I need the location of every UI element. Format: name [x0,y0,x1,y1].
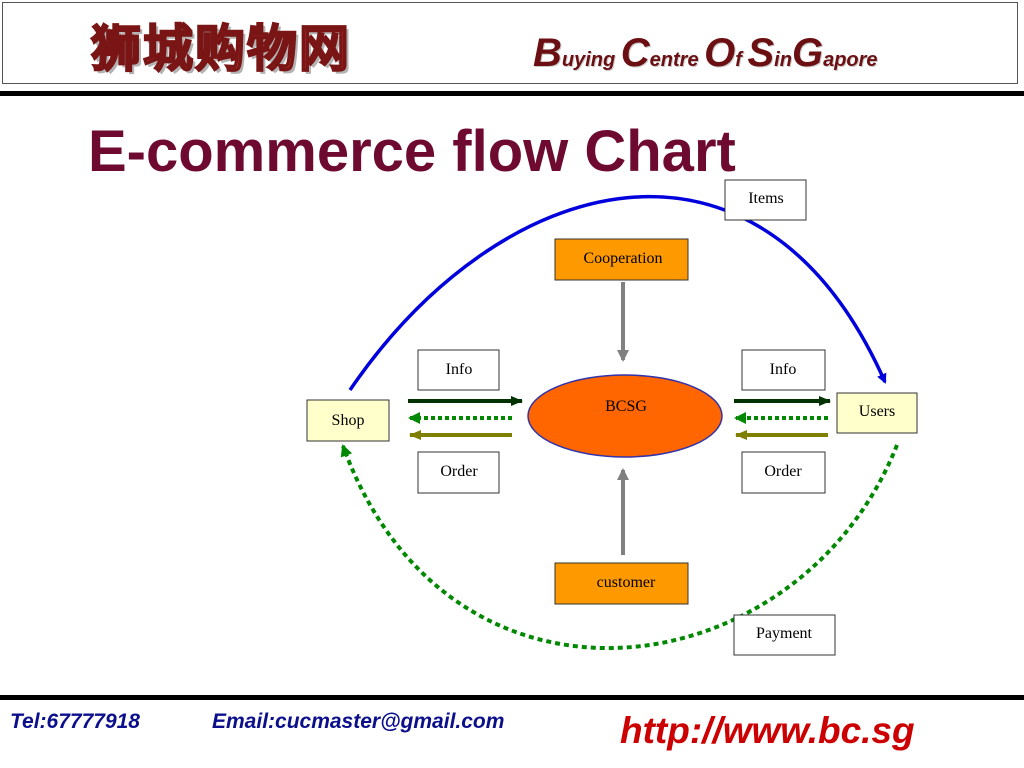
payment-label: Payment [756,625,813,642]
top-divider [0,91,1024,96]
page-title: E-commerce flow Chart [88,119,736,184]
english-logo-segment: entre [649,49,705,71]
footer-phone: Tel:67777918 [10,710,140,733]
english-logo-segment: C [620,31,650,75]
items-box [724,179,807,221]
bcsg-node [527,374,723,458]
info-left-label: Info [446,361,473,378]
english-logo-segment: in [774,49,792,71]
footer-email[interactable]: Email:cucmaster@gmail.com [212,710,505,733]
info-right-label: Info [770,361,797,378]
shop-label: Shop [332,412,365,429]
english-logo-segment: uying [561,49,621,71]
footer-website-link[interactable]: http://www.bc.sg [620,710,915,751]
order-right-label: Order [764,463,802,480]
info-left-box [417,349,500,391]
english-logo-segment: S [747,31,775,75]
bcsg-label: BCSG [605,398,647,415]
chinese-logo: 狮城购物网 [90,19,351,79]
order-right-box [741,451,826,494]
header-banner: 狮城购物网 Buying Centre Of SinGapore [2,2,1018,84]
customer-label: customer [597,574,656,591]
payment-box [733,614,836,656]
order-left-box [417,451,500,494]
users-node [836,392,918,434]
info-right-box [741,349,826,391]
english-logo-segment: f [735,49,748,71]
order-left-label: Order [440,463,478,480]
english-logo-segment: apore [823,49,878,71]
users-label: Users [859,403,895,420]
shop-node [306,399,390,442]
payment-flow-curve [340,444,899,651]
bottom-divider [0,695,1024,700]
cooperation-label: Cooperation [583,250,662,267]
english-logo-segment: B [533,31,562,75]
customer-node [554,562,689,605]
items-label: Items [748,190,784,207]
english-logo-segment: O [704,31,736,75]
items-flow-curve [348,194,887,391]
english-logo: Buying Centre Of SinGapore [533,33,878,73]
cooperation-node [554,238,689,281]
english-logo-segment: G [791,31,824,75]
